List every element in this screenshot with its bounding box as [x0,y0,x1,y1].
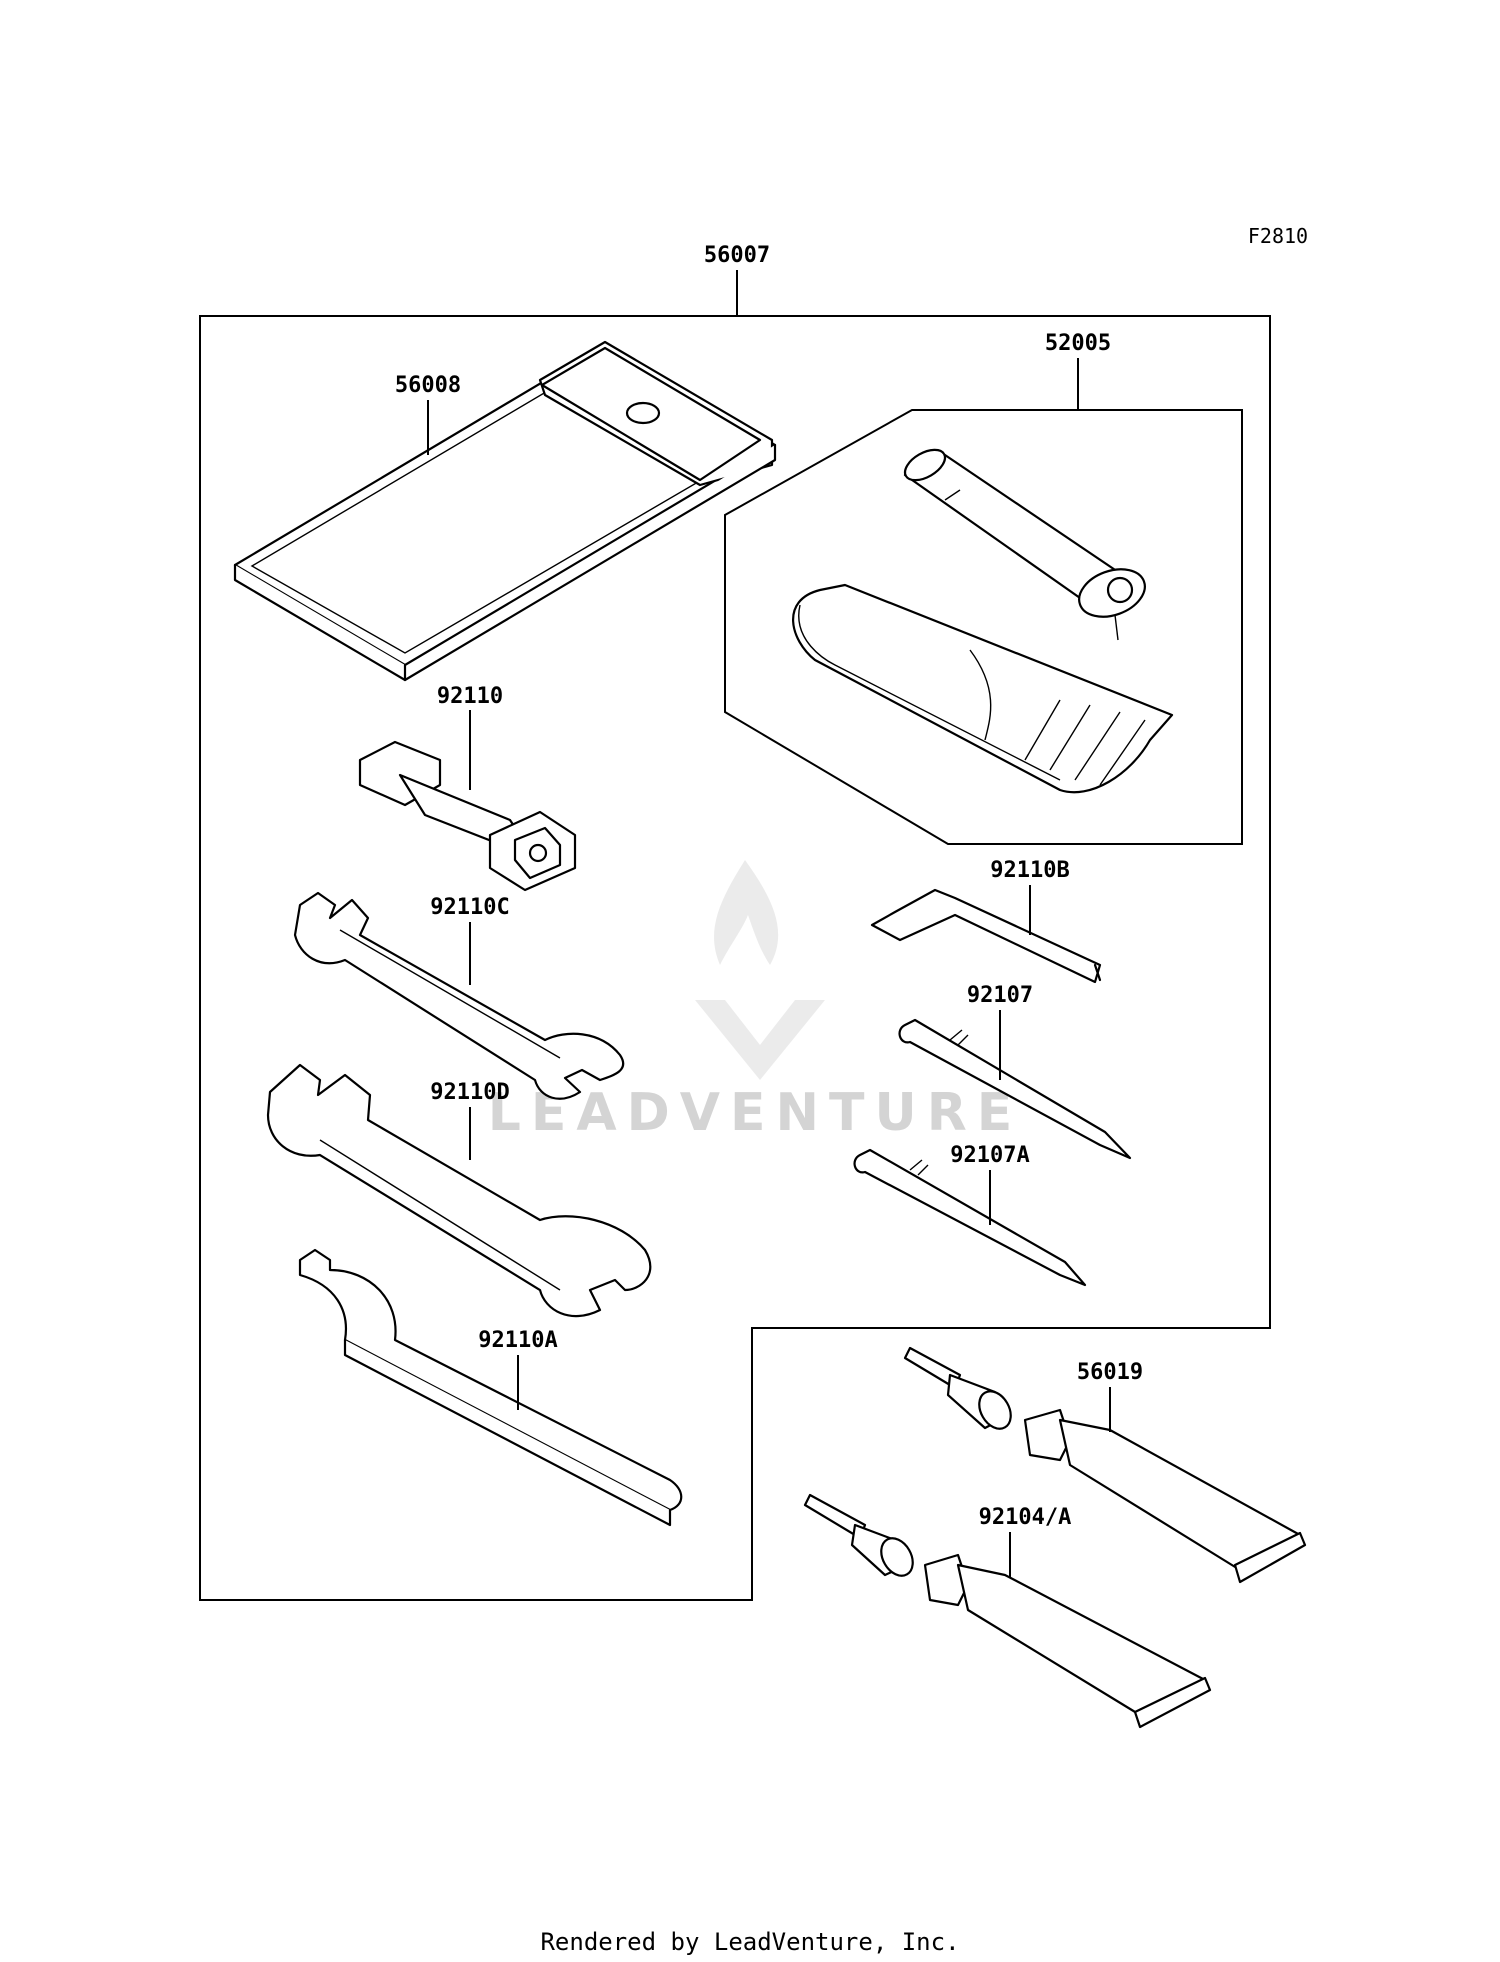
tool-pouch-56008 [233,340,777,682]
label-56007: 56007 [704,243,770,268]
label-56008: 56008 [395,373,461,398]
label-92104A: 92104/A [979,1505,1072,1530]
plug-wrench-92110 [358,740,577,892]
label-92107A: 92107A [950,1143,1029,1168]
tire-gauge-52005 [903,448,1146,641]
footer-credit: Rendered by LeadVenture, Inc. [540,1928,959,1956]
grease-tube-92104A [803,1493,1212,1729]
screwdriver-92107 [898,1018,1132,1160]
label-52005: 52005 [1045,331,1111,356]
wrench-92110C [293,891,625,1100]
hook-spanner-92110A [298,1248,683,1527]
label-92110A: 92110A [478,1328,557,1353]
hex-key-92110B [870,888,1102,984]
kit-outline-52005 [724,409,1243,845]
wrench-92110D [266,1063,652,1318]
watermark-logo [695,860,825,1080]
screwdriver-92107A [853,1148,1087,1287]
label-56019: 56019 [1077,1360,1143,1385]
label-92110D: 92110D [430,1080,509,1105]
label-92110C: 92110C [430,895,509,920]
grease-tube-56019 [903,1346,1307,1584]
kit-outline-56007 [199,315,1271,1601]
label-92110: 92110 [437,684,503,709]
label-92110B: 92110B [990,858,1069,883]
label-92107: 92107 [967,983,1033,1008]
gauge-case-52005 [792,583,1174,794]
figure-code: F2810 [1248,224,1308,248]
